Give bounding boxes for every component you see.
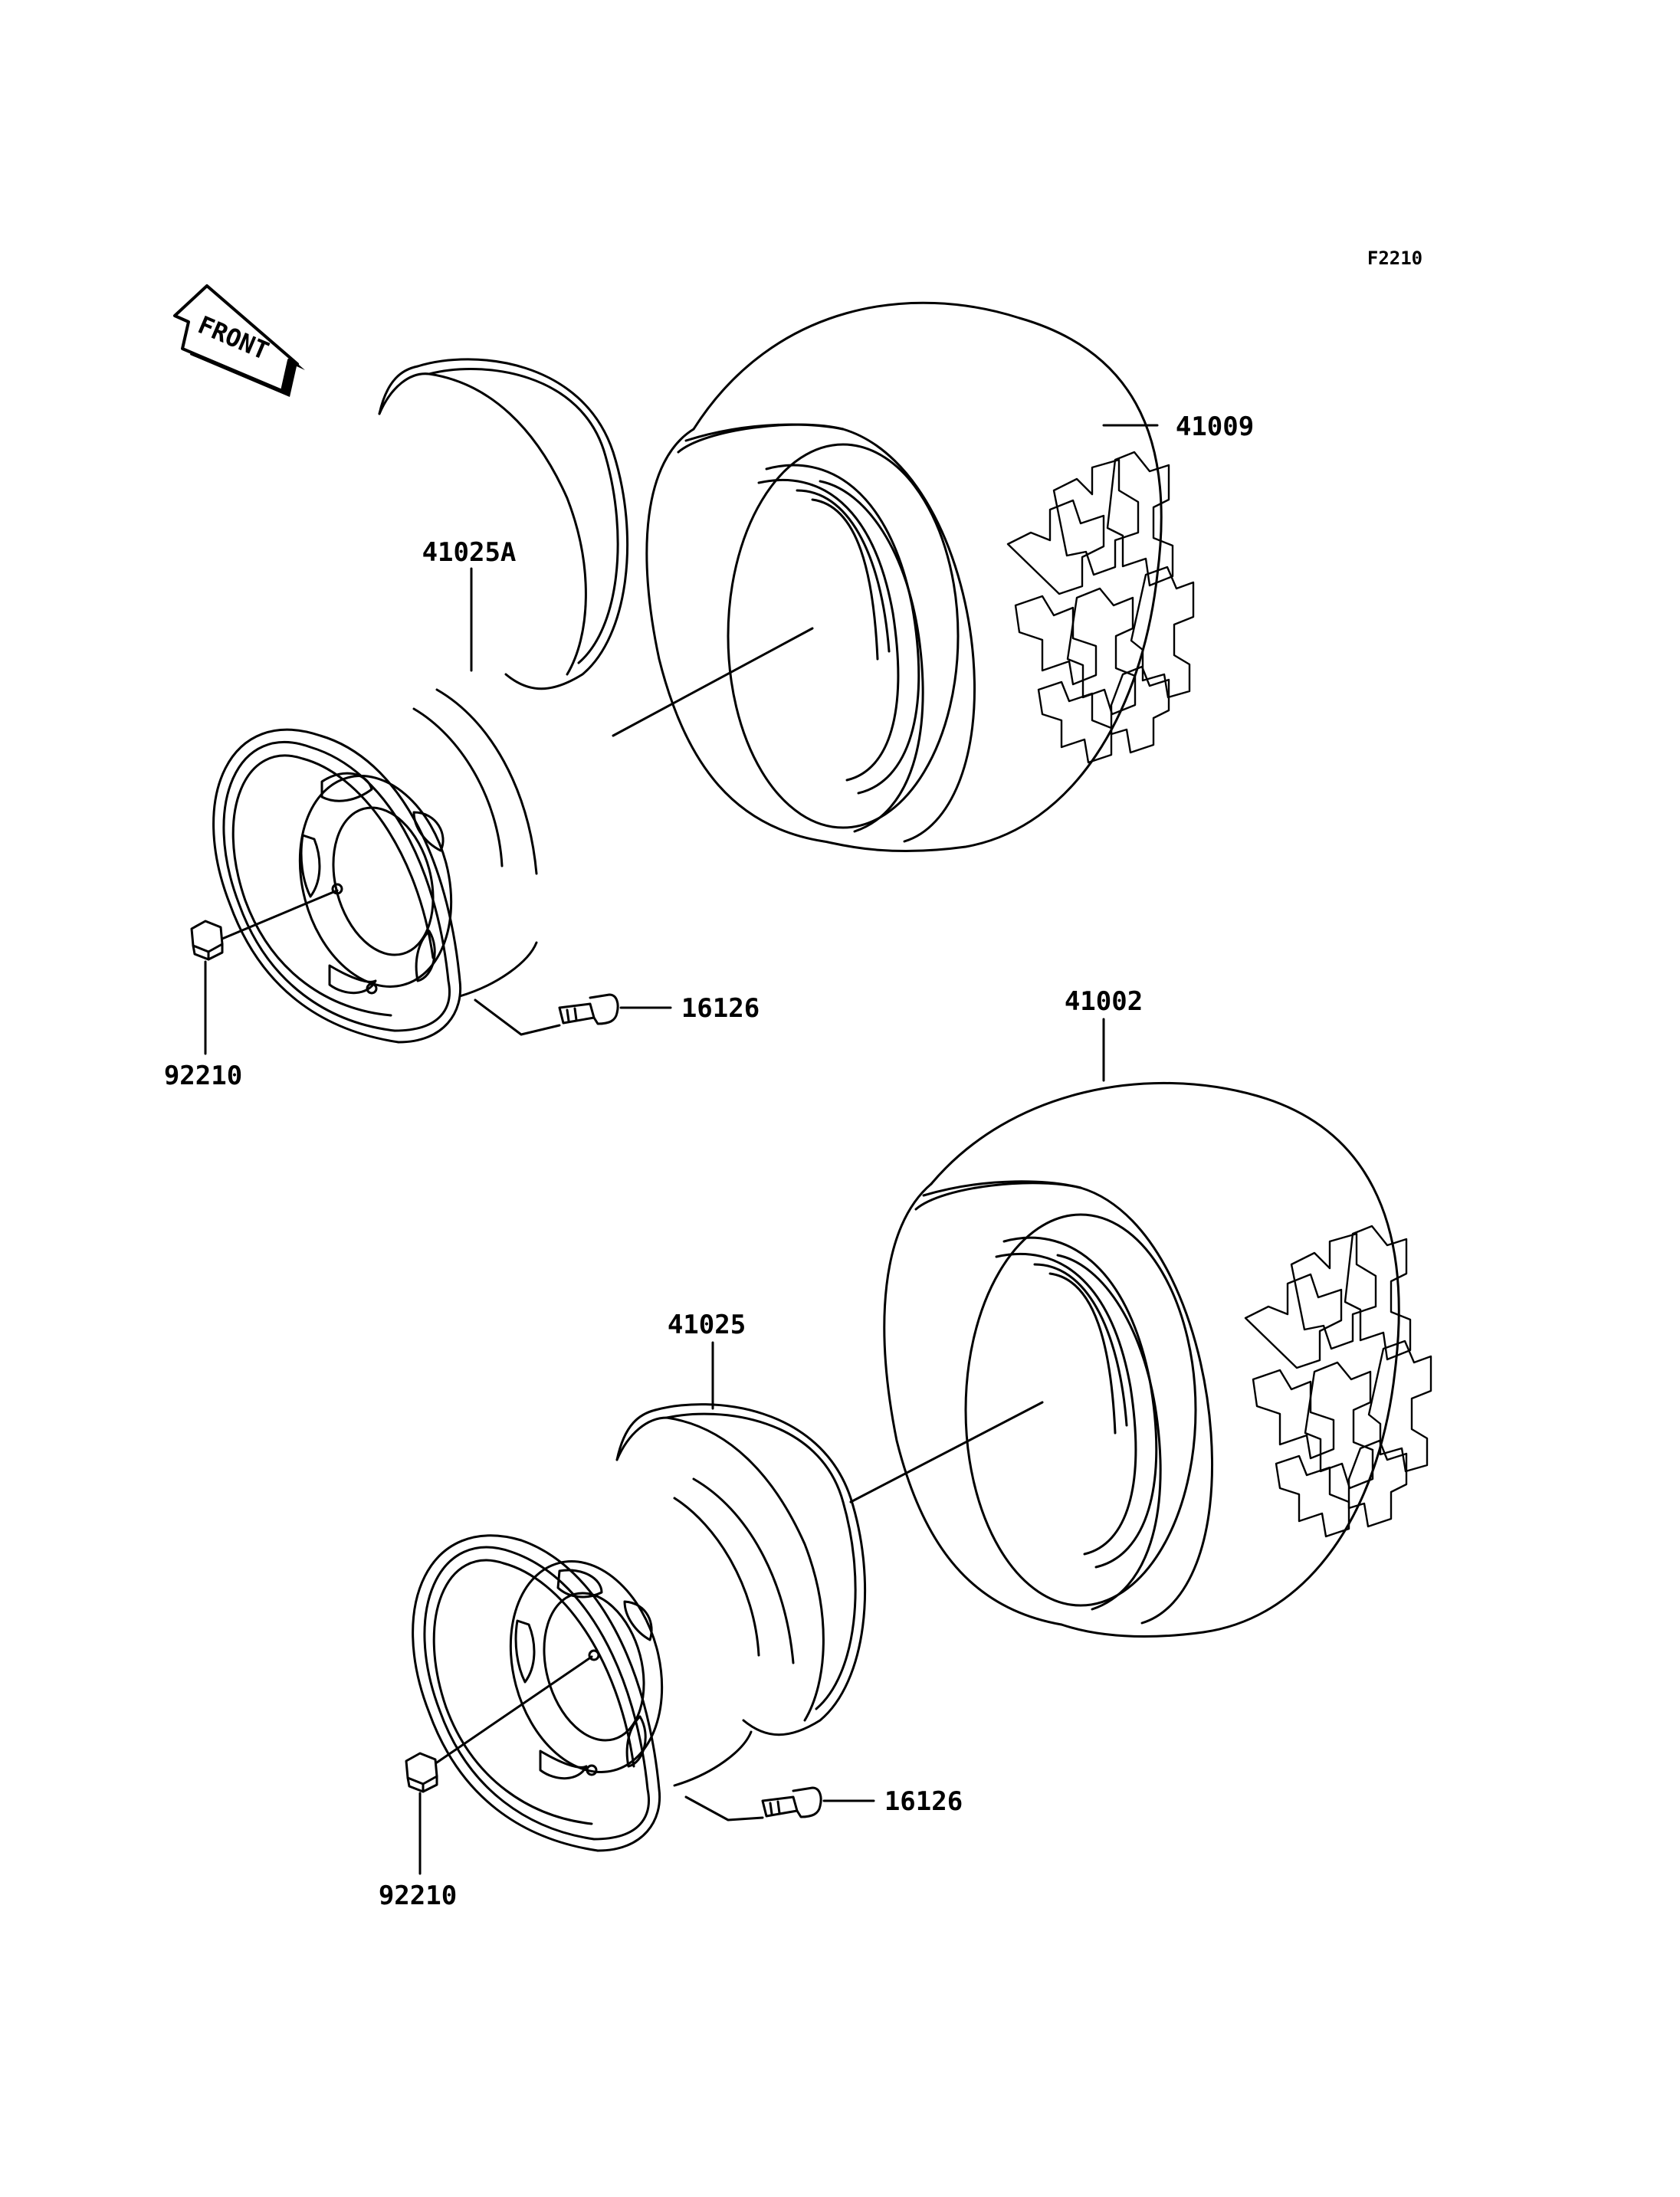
leader-valve-rim-lower [684, 1795, 764, 1822]
callout-valve-upper: 16126 [681, 993, 760, 1024]
callout-tire-lower: 41002 [1065, 986, 1143, 1017]
callout-rim-upper: 41025A [422, 537, 517, 568]
tire-lower [883, 1081, 1432, 1638]
callout-nut-lower: 92210 [379, 1881, 457, 1911]
nut-lower [405, 1752, 438, 1793]
valve-stem-lower [761, 1786, 822, 1818]
callout-nut-upper: 92210 [164, 1061, 242, 1091]
rim-lower [412, 1403, 867, 1852]
tire-upper [645, 301, 1195, 853]
front-arrow-icon: FRONT [173, 284, 305, 397]
leader-valve-rim-upper [474, 998, 561, 1036]
callout-tire-upper: 41009 [1176, 412, 1254, 442]
nut-upper [190, 920, 224, 961]
leader-rim-to-tire-lower [849, 1401, 1044, 1503]
callout-valve-lower: 16126 [884, 1786, 963, 1817]
leader-nut-to-hub-upper [221, 889, 339, 940]
callout-rim-lower: 41025 [668, 1310, 746, 1340]
leader-nut-to-hub-lower [435, 1655, 593, 1764]
valve-stem-upper [558, 993, 619, 1025]
rim-upper [212, 358, 629, 1044]
figure-code: F2210 [1367, 248, 1422, 269]
leader-rim-to-tire-upper [612, 627, 814, 737]
